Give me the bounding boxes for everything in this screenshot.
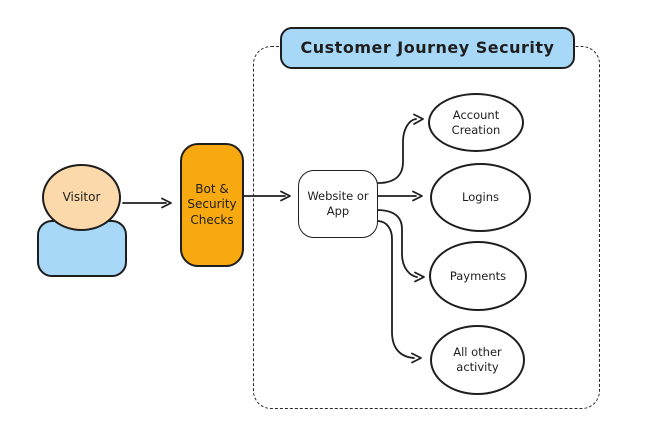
node-logins: Logins xyxy=(430,163,531,232)
node-bot-security-checks: Bot & Security Checks xyxy=(180,143,244,267)
node-payments: Payments xyxy=(429,241,527,311)
node-website-or-app: Website or App xyxy=(298,170,378,238)
node-account-creation: Account Creation xyxy=(428,93,524,152)
node-all-other-activity: All other activity xyxy=(430,325,525,395)
arrow-visitor-to-bot xyxy=(122,197,172,209)
node-visitor: Visitor xyxy=(42,164,121,231)
group-title-customer-journey-security: Customer Journey Security xyxy=(280,27,575,69)
